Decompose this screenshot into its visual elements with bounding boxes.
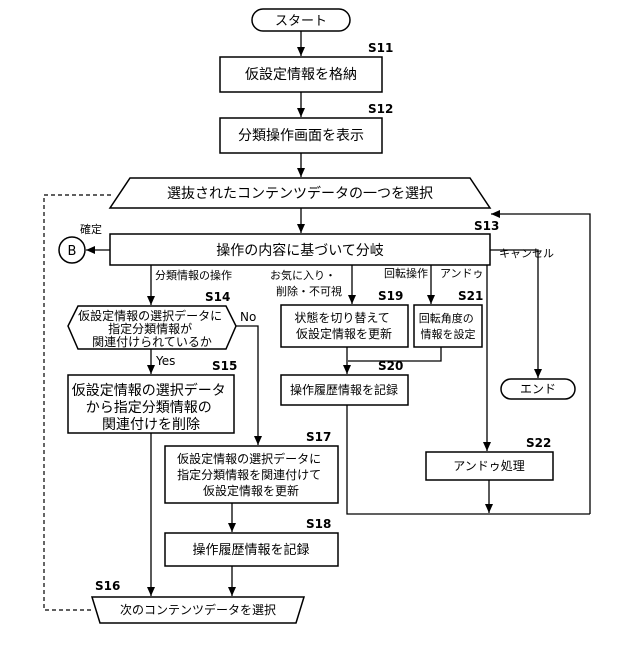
step-number-s13: S13 bbox=[474, 219, 499, 233]
step-number-s18: S18 bbox=[306, 517, 331, 531]
edge-label-no: No bbox=[240, 310, 256, 324]
step-number-s19: S19 bbox=[378, 289, 403, 303]
edge-s13-end bbox=[490, 250, 538, 378]
step-s18-label: 操作履歴情報を記録 bbox=[192, 542, 309, 558]
edge-label-undo: アンドゥ bbox=[440, 267, 484, 280]
edge-label-rotate: 回転操作 bbox=[384, 266, 428, 280]
step-number-s21: S21 bbox=[458, 289, 483, 303]
step-s20-label: 操作履歴情報を記録 bbox=[290, 382, 398, 397]
select-content-label: 選抜されたコンテンツデータの一つを選択 bbox=[167, 185, 433, 202]
connector-b-label: B bbox=[68, 244, 77, 259]
step-number-s11: S11 bbox=[368, 41, 393, 55]
step-s16-label: 次のコンテンツデータを選択 bbox=[120, 602, 276, 617]
edge-label-confirm: 確定 bbox=[80, 222, 102, 236]
edge-label-favorite: お気に入り・ 削除・不可視 bbox=[270, 268, 342, 298]
step-number-s17: S17 bbox=[306, 430, 331, 444]
edge-label-classification: 分類情報の操作 bbox=[155, 268, 232, 282]
step-s12-label: 分類操作画面を表示 bbox=[238, 128, 364, 144]
edge-s14-s17-no bbox=[236, 326, 258, 445]
step-number-s12: S12 bbox=[368, 102, 393, 116]
edge-label-yes: Yes bbox=[155, 354, 175, 368]
step-number-s16: S16 bbox=[95, 579, 120, 593]
step-number-s15: S15 bbox=[212, 359, 237, 373]
step-number-s14: S14 bbox=[205, 290, 230, 304]
step-s13-label: 操作の内容に基づいて分岐 bbox=[216, 242, 384, 259]
step-s22-label: アンドゥ処理 bbox=[453, 459, 525, 473]
step-number-s20: S20 bbox=[378, 359, 403, 373]
step-number-s22: S22 bbox=[526, 436, 551, 450]
step-s11-label: 仮設定情報を格納 bbox=[245, 67, 357, 83]
start-label: スタート bbox=[275, 14, 327, 29]
edge-label-cancel: キャンセル bbox=[499, 247, 554, 260]
end-label: エンド bbox=[520, 382, 556, 396]
